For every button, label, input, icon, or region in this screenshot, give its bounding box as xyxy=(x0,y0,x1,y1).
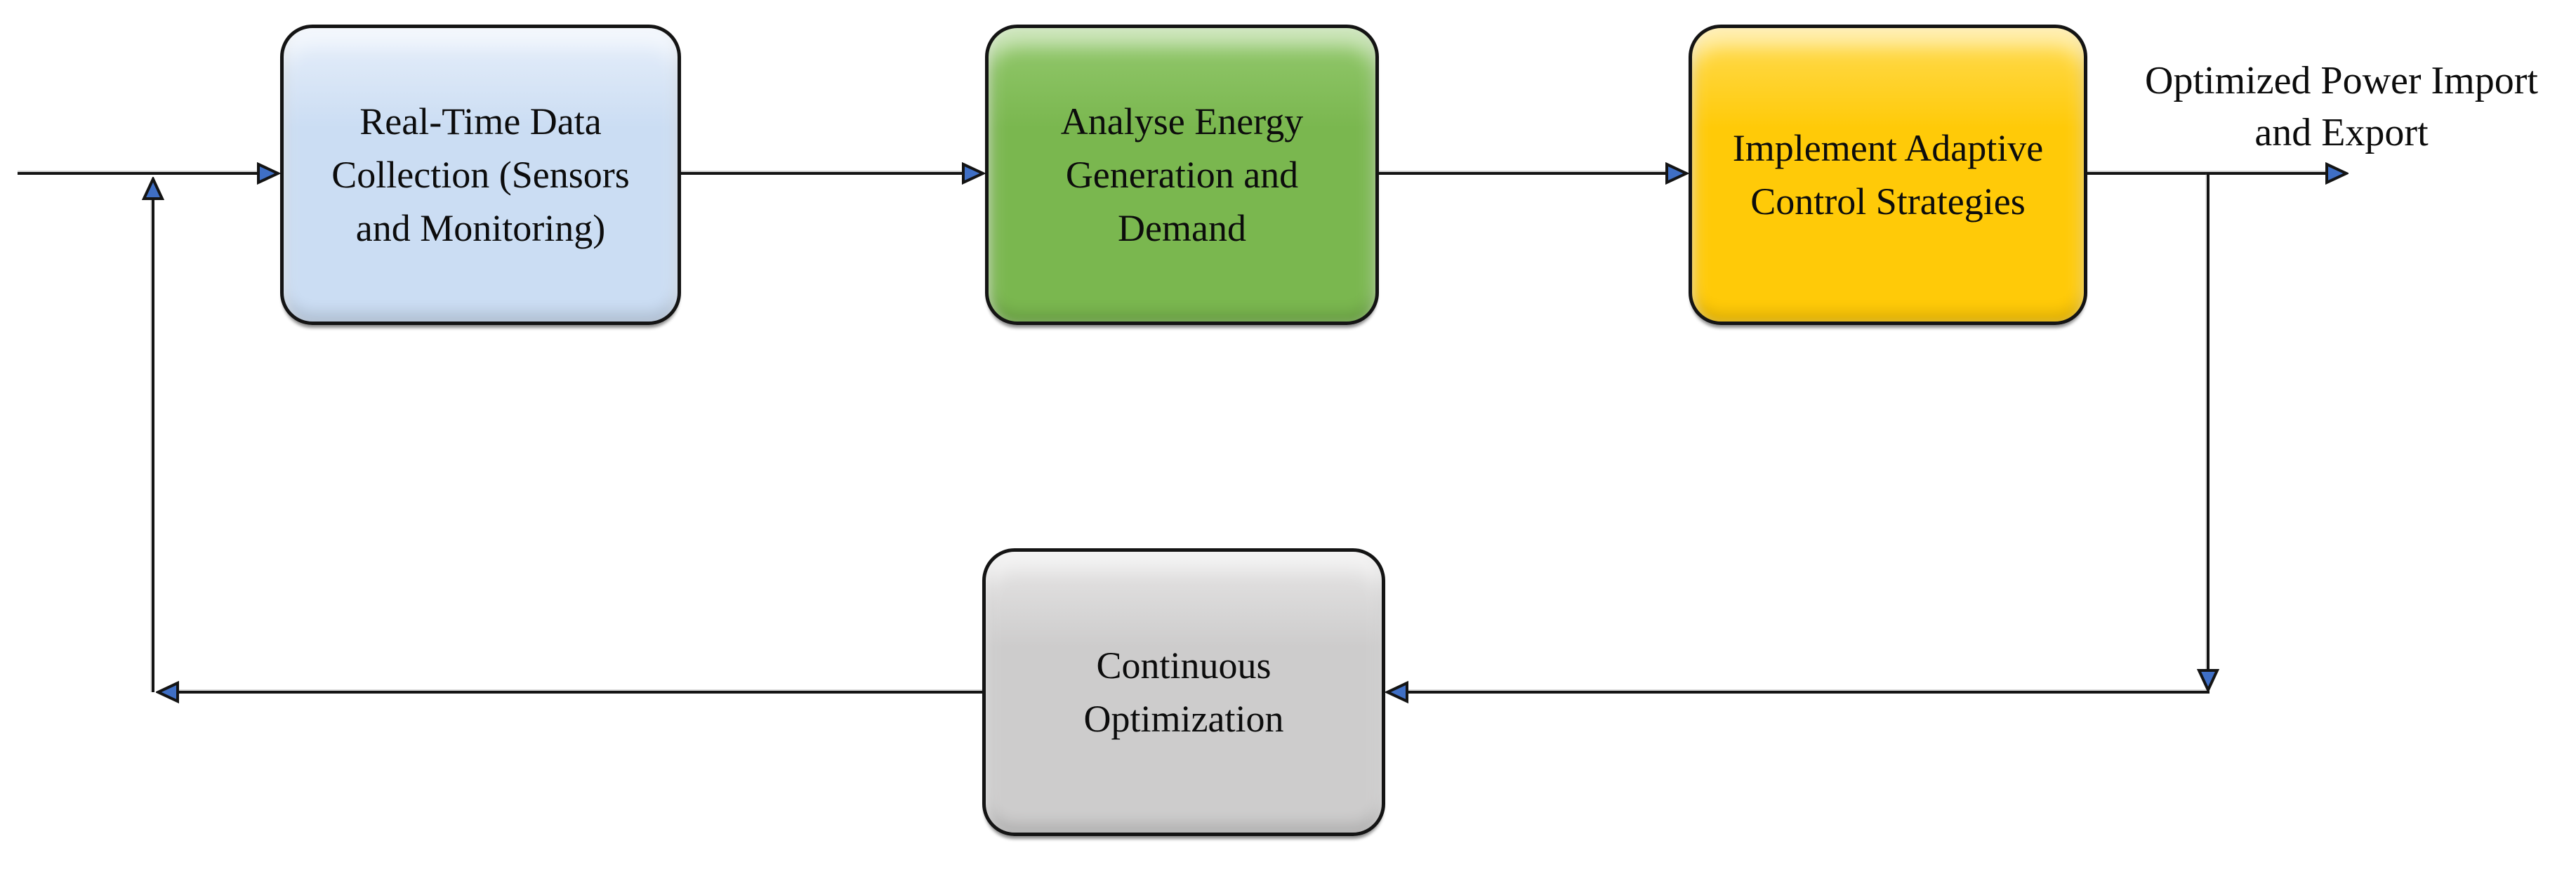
connector-feedback-left xyxy=(178,691,983,694)
connector-box2-to-box3 xyxy=(1379,172,1666,175)
node-label-line: Analyse Energy xyxy=(1060,100,1304,143)
arrowhead-right-icon xyxy=(2325,162,2349,185)
output-label-line: and Export xyxy=(2254,111,2429,154)
arrowhead-left-icon xyxy=(156,681,179,703)
node-label-line: Optimization xyxy=(1083,698,1284,740)
connector-feedback-down xyxy=(2207,173,2210,670)
node-label-line: Demand xyxy=(1118,207,1246,249)
connector-feedback-up xyxy=(152,199,154,692)
node-label-line: and Monitoring) xyxy=(355,207,606,249)
arrowhead-up-icon xyxy=(142,177,164,200)
node-label-line: Collection (Sensors xyxy=(331,154,630,196)
arrowhead-right-icon xyxy=(257,162,280,185)
node-label-line: Implement Adaptive xyxy=(1732,127,2044,169)
node-analyse-energy-generation-demand: Analyse Energy Generation and Demand xyxy=(985,25,1379,325)
arrowhead-right-icon xyxy=(962,162,985,185)
node-label-line: Generation and xyxy=(1065,154,1299,196)
node-label-line: Continuous xyxy=(1096,644,1272,687)
connector-box1-to-box2 xyxy=(681,172,963,175)
node-realtime-data-collection: Real-Time Data Collection (Sensors and M… xyxy=(280,25,681,325)
output-label: Optimized Power Import and Export xyxy=(2110,55,2573,159)
connector-feedback-right xyxy=(1408,691,2210,694)
arrowhead-down-icon xyxy=(2197,669,2219,692)
node-label-line: Real-Time Data xyxy=(359,100,602,143)
node-implement-adaptive-control-strategies: Implement Adaptive Control Strategies xyxy=(1689,25,2087,325)
node-label-line: Control Strategies xyxy=(1750,180,2026,223)
output-label-line: Optimized Power Import xyxy=(2145,59,2538,102)
arrowhead-left-icon xyxy=(1385,681,1408,703)
arrowhead-right-icon xyxy=(1665,162,1689,185)
node-continuous-optimization: Continuous Optimization xyxy=(982,548,1385,836)
connector-input-line xyxy=(18,172,259,175)
